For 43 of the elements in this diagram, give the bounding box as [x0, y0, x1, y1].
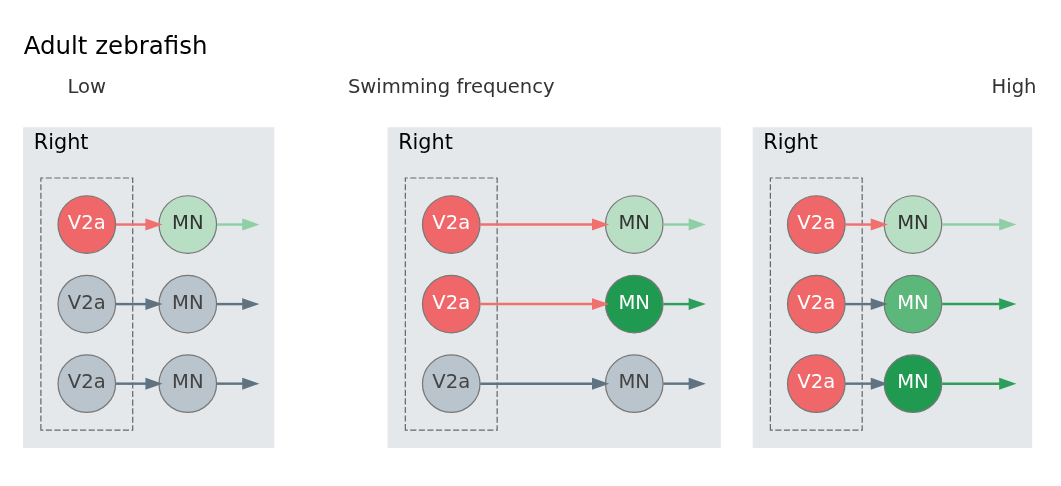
- arrow: [942, 218, 1017, 231]
- node-circle: MN: [883, 274, 943, 333]
- node-circle: MN: [158, 194, 218, 254]
- arrow: [216, 377, 260, 390]
- node-circle: V2a: [786, 353, 846, 413]
- label: Swimming frequency: [347, 74, 555, 98]
- arrow: [116, 297, 163, 310]
- node-circle: MN: [883, 194, 943, 254]
- node-circle: V2a: [786, 194, 846, 254]
- node-circle: MN: [158, 274, 218, 333]
- arrow: [942, 297, 1017, 310]
- node-circle: V2a: [786, 274, 846, 333]
- arrow: [845, 297, 888, 310]
- node-circle: MN: [883, 353, 943, 413]
- node-circle: V2a: [57, 274, 117, 333]
- arrow: [216, 297, 260, 310]
- arrow: [845, 377, 888, 390]
- cluster: [40, 176, 134, 431]
- node-circle: MN: [604, 353, 664, 413]
- arrow: [116, 377, 163, 390]
- node-circle: MN: [604, 194, 664, 254]
- node-circle: V2a: [421, 194, 481, 254]
- node-circle: V2a: [57, 353, 117, 413]
- arrow: [480, 218, 610, 231]
- node-circle: V2a: [57, 194, 117, 254]
- arrow: [480, 377, 610, 390]
- label: Low: [67, 74, 107, 98]
- node-circle: MN: [604, 274, 664, 333]
- arrow: [942, 377, 1017, 390]
- arrow: [480, 297, 610, 310]
- arrow: [116, 218, 163, 231]
- node-circle: V2a: [421, 274, 481, 333]
- cluster: [769, 176, 863, 431]
- arrow: [845, 218, 888, 231]
- node-circle: MN: [158, 353, 218, 413]
- arrow: [216, 218, 260, 231]
- arrow: [663, 377, 706, 390]
- node-circle: V2a: [421, 353, 481, 413]
- arrow: [663, 297, 706, 310]
- arrow: [663, 218, 706, 231]
- cluster: [404, 176, 498, 431]
- diagram-title: Adult zebrafish: [23, 30, 208, 60]
- label: High: [991, 74, 1037, 98]
